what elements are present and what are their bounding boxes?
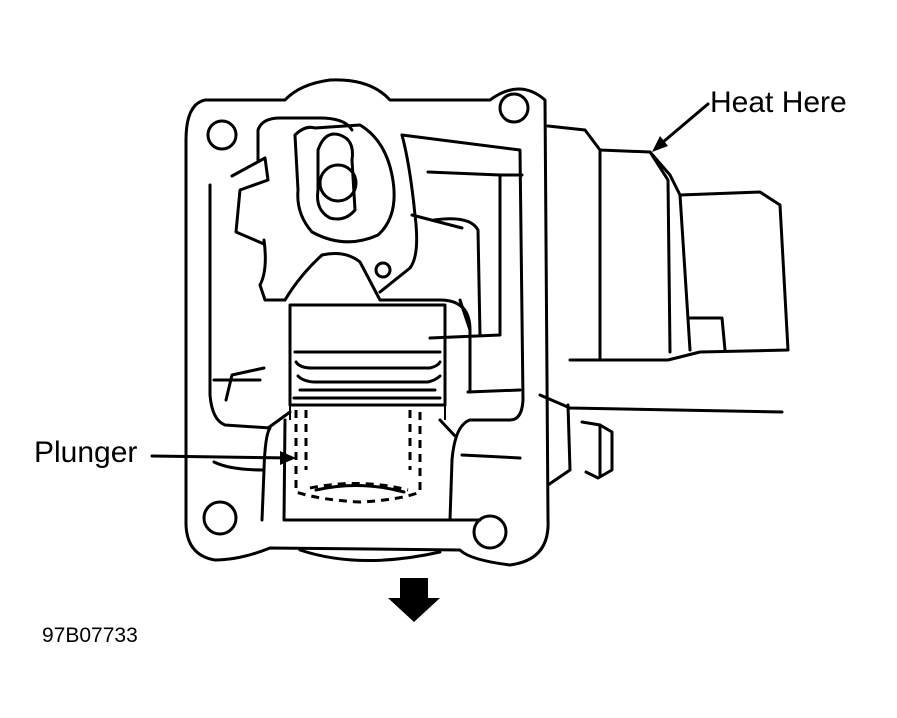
figure-code-label: 97B07733 [42, 624, 138, 647]
mounting-hole-top-right [498, 92, 530, 124]
heat-here-label: Heat Here [710, 86, 847, 119]
mounting-hole-bottom-left [202, 500, 238, 536]
heat-here-leader [652, 102, 710, 152]
mounting-hole-bottom-right [472, 514, 508, 550]
actuator-body [538, 124, 790, 487]
plunger-cavity [282, 303, 452, 522]
plunger-hidden-outline [294, 410, 422, 504]
mounting-hole-top-left [206, 119, 238, 151]
keyhole-slot [283, 123, 472, 332]
plunger-leader [150, 451, 296, 465]
plunger-label: Plunger [34, 436, 138, 469]
housing-plate [184, 78, 550, 567]
arrow-down-icon [388, 578, 440, 622]
